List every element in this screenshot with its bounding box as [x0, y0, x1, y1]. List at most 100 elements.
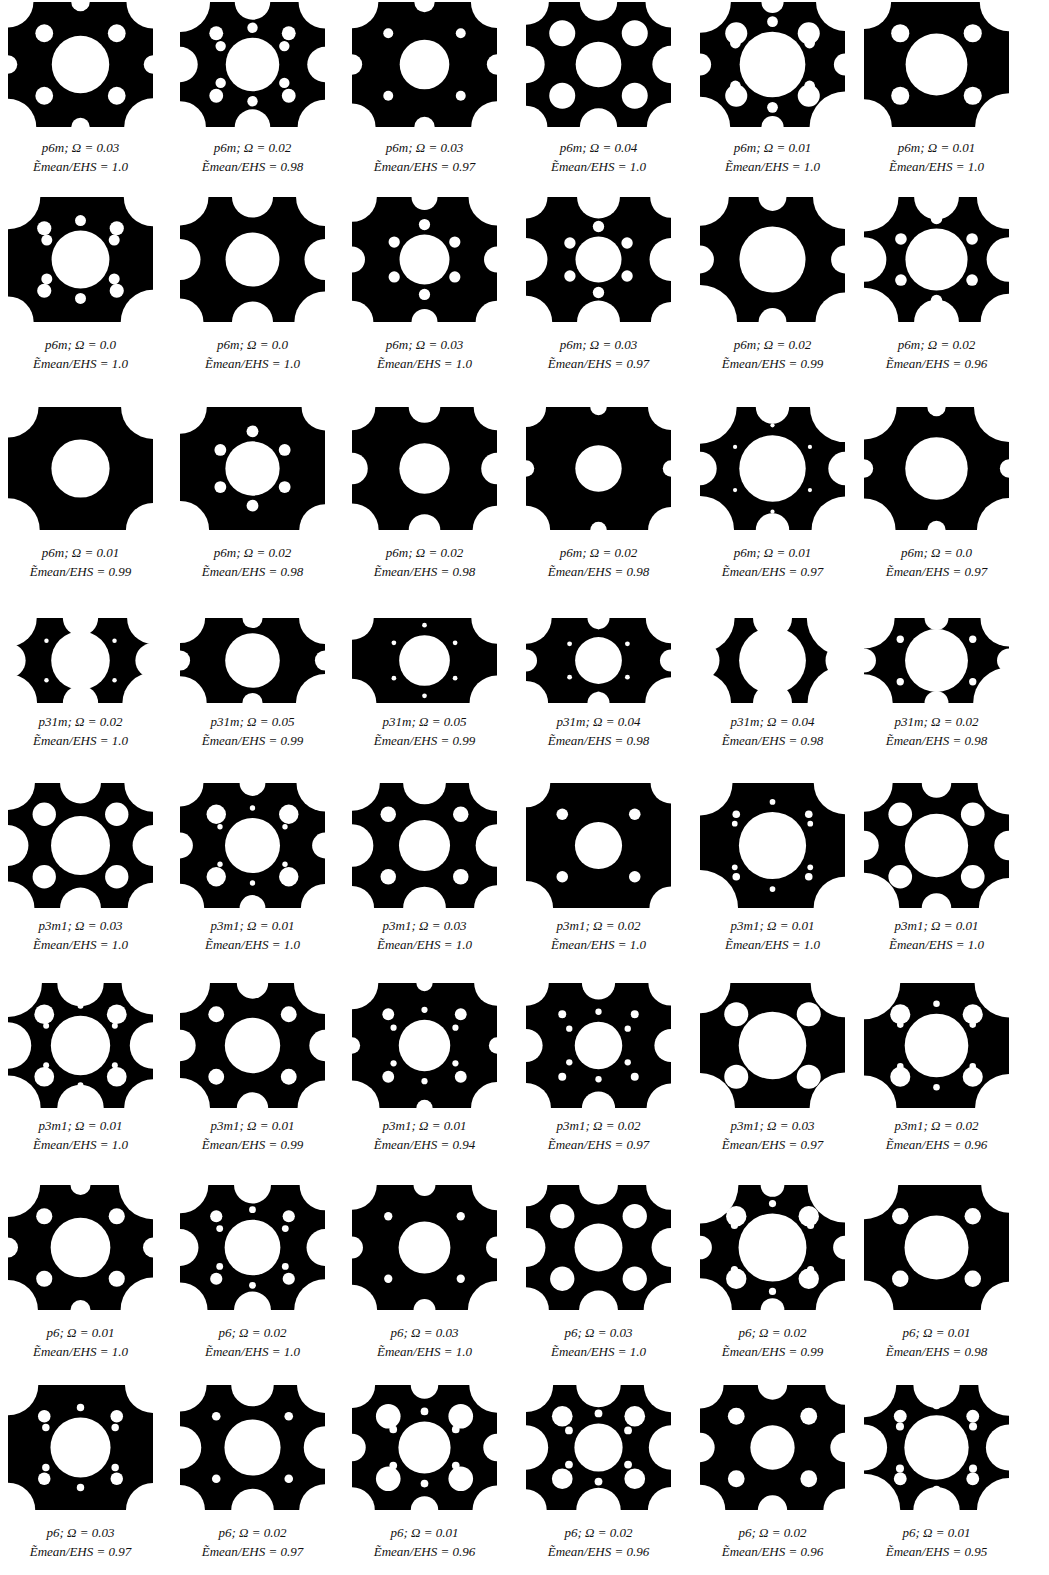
caption-text: p6m; Ω = 0.02 — [170, 140, 335, 156]
void-hole — [297, 783, 325, 811]
void-hole — [105, 803, 128, 826]
void-hole — [352, 1434, 366, 1461]
caption-text: Ẽmean/EHS = 0.99 — [170, 1137, 335, 1153]
void-hole — [964, 24, 982, 42]
void-hole — [526, 983, 549, 1006]
void-hole — [42, 1424, 49, 1431]
caption-text: p6; Ω = 0.03 — [516, 1325, 681, 1341]
caption-text: Ẽmean/EHS = 1.0 — [170, 937, 335, 953]
void-hole — [579, 1185, 618, 1204]
caption-text: p6; Ω = 0.03 — [0, 1525, 163, 1541]
void-hole — [864, 1424, 887, 1470]
void-hole — [934, 618, 939, 622]
void-hole — [526, 1029, 543, 1062]
caption-text: p6m; Ω = 0.0 — [170, 337, 335, 353]
void-hole — [208, 1069, 224, 1085]
microstructure-image — [864, 1385, 1009, 1510]
void-hole — [284, 1474, 293, 1483]
void-hole — [961, 802, 985, 826]
void-hole — [35, 24, 53, 42]
void-hole — [453, 640, 458, 645]
void-hole — [208, 1006, 224, 1022]
void-hole — [587, 692, 609, 703]
void-hole — [624, 1461, 632, 1469]
void-hole — [864, 831, 879, 860]
void-hole — [180, 618, 205, 643]
void-hole — [864, 288, 898, 322]
void-hole — [470, 676, 497, 703]
caption-text: Ẽmean/EHS = 0.96 — [516, 1544, 681, 1560]
microstructure-image — [526, 1185, 671, 1310]
void-hole — [232, 197, 273, 218]
void-hole — [63, 685, 98, 703]
void-hole — [389, 271, 400, 282]
void-hole — [210, 1210, 222, 1222]
caption-text: p6; Ω = 0.02 — [516, 1525, 681, 1541]
caption-text: p3m1; Ω = 0.01 — [170, 1118, 335, 1134]
microstructure-image — [180, 618, 325, 703]
caption-text: Ẽmean/EHS = 0.96 — [854, 356, 1019, 372]
microstructure-image — [700, 1185, 845, 1310]
void-hole — [648, 1487, 671, 1510]
void-hole — [33, 865, 56, 888]
void-hole — [728, 1408, 745, 1425]
void-hole — [421, 1480, 429, 1488]
microstructure-image — [352, 407, 497, 530]
void-hole — [864, 674, 893, 703]
void-hole — [124, 98, 153, 127]
void-hole — [566, 1059, 572, 1065]
void-hole — [973, 667, 1009, 703]
void-hole — [414, 2, 434, 12]
microstructure-image — [180, 1185, 325, 1310]
void-hole — [282, 824, 287, 829]
void-hole — [898, 637, 903, 642]
void-hole — [922, 783, 951, 798]
void-hole — [753, 684, 792, 703]
void-hole — [977, 498, 1009, 530]
void-hole — [567, 675, 572, 680]
caption-text: Ẽmean/EHS = 0.98 — [170, 159, 335, 175]
void-hole — [8, 1022, 31, 1068]
void-hole — [731, 1266, 738, 1273]
void-hole — [456, 91, 466, 101]
caption-text: Ẽmean/EHS = 0.96 — [342, 1544, 507, 1560]
void-hole — [180, 1030, 196, 1061]
void-hole — [800, 1408, 817, 1425]
void-hole — [8, 1280, 38, 1310]
void-hole — [595, 1009, 601, 1015]
void-hole — [414, 1185, 436, 1196]
void-hole — [249, 1206, 256, 1213]
void-hole — [965, 1208, 981, 1224]
void-hole — [78, 698, 82, 702]
void-hole — [283, 1273, 295, 1285]
void-hole — [808, 445, 812, 449]
void-hole — [652, 46, 671, 83]
void-hole — [43, 1062, 49, 1068]
void-hole — [623, 1204, 647, 1228]
caption-text: Ẽmean/EHS = 0.99 — [170, 733, 335, 749]
void-hole — [700, 407, 737, 444]
void-hole — [382, 1008, 394, 1020]
void-hole — [526, 1185, 547, 1206]
void-hole — [70, 1185, 90, 1195]
void-hole — [739, 1012, 807, 1080]
microstructure-image — [8, 197, 153, 322]
void-hole — [981, 1282, 1009, 1310]
void-hole — [312, 833, 325, 859]
void-hole — [986, 1424, 1009, 1470]
void-hole — [625, 1025, 631, 1031]
void-hole — [250, 805, 255, 810]
void-hole — [121, 1278, 153, 1310]
void-hole — [282, 26, 296, 40]
void-hole — [896, 1422, 904, 1430]
void-hole — [409, 514, 441, 530]
void-hole — [740, 32, 806, 98]
void-hole — [8, 783, 35, 810]
solid-phase — [526, 983, 671, 1108]
void-hole — [549, 83, 575, 109]
void-hole — [381, 869, 396, 884]
void-hole — [382, 1071, 394, 1083]
void-hole — [352, 1185, 377, 1210]
void-hole — [226, 38, 280, 92]
void-hole — [398, 1421, 450, 1473]
